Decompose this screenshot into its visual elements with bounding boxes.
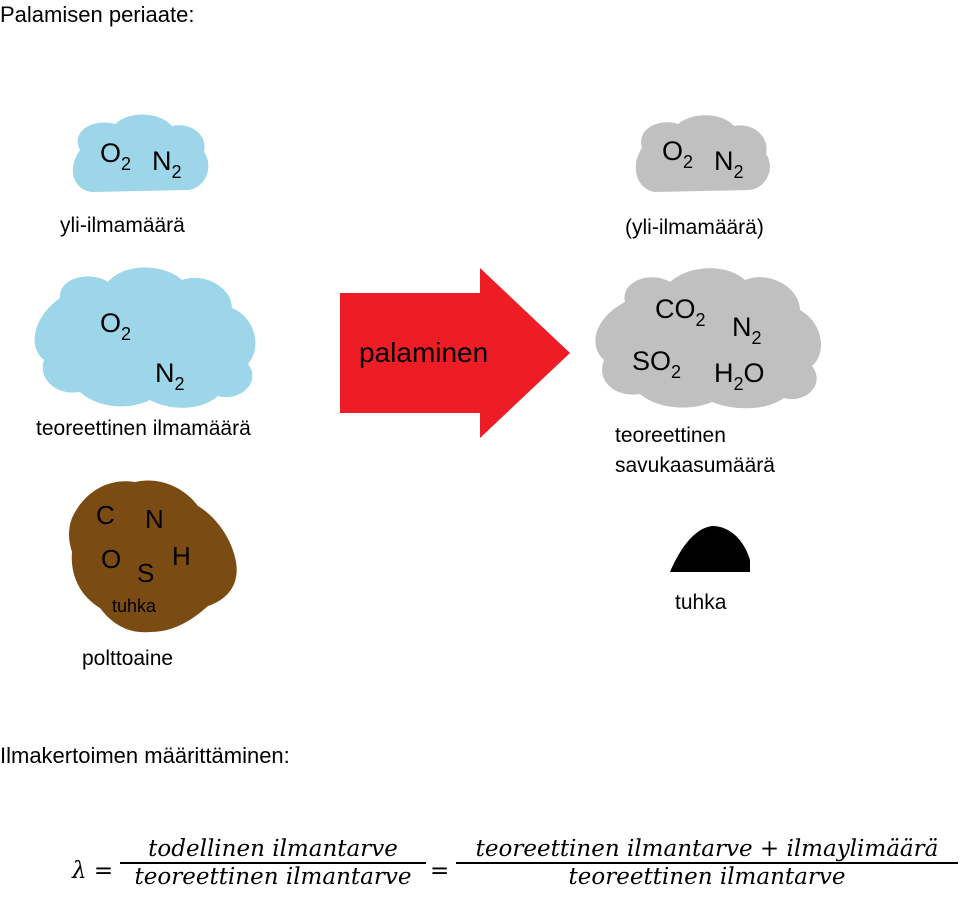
cloud-shape (72, 114, 209, 192)
fraction-denominator: teoreettinen ilmantarve (134, 864, 412, 890)
species-so2: SO2 (632, 346, 681, 382)
element-n: N (145, 504, 164, 534)
fraction-actual-over-theoretical: todellinen ilmantarve teoreettinen ilman… (120, 836, 426, 890)
excess-air-label: yli-ilmamäärä (60, 214, 185, 237)
arrow-label: palaminen (359, 337, 488, 368)
fuel-blob: C N O S H tuhka (69, 480, 237, 633)
fraction-denominator: teoreettinen ilmantarve (568, 864, 846, 890)
flue-excess-air-label: (yli-ilmamäärä) (625, 216, 764, 239)
theoretical-air-cloud: O2 N2 (34, 267, 256, 408)
species-n2: N2 (155, 358, 185, 394)
species-o2: O2 (100, 308, 131, 344)
theoretical-air-label: teoreettinen ilmamäärä (36, 417, 251, 440)
fuel-shape (69, 480, 237, 633)
element-o: O (101, 544, 121, 574)
excess-air-cloud: O2 N2 (72, 114, 209, 192)
species-h2o: H2O (714, 358, 765, 394)
element-c: C (96, 500, 115, 530)
arrow-shape (340, 268, 570, 438)
species-n2: N2 (714, 146, 744, 182)
fraction-numerator: todellinen ilmantarve (148, 836, 398, 862)
species-co2: CO2 (655, 294, 706, 330)
combustion-arrow: palaminen (340, 268, 570, 438)
cloud-shape (595, 268, 822, 409)
species-o2: O2 (662, 136, 693, 172)
ash-pile (670, 526, 750, 572)
ash-label: tuhka (675, 591, 727, 614)
fraction-bar (120, 862, 426, 864)
species-o2: O2 (100, 138, 131, 174)
fuel-label: polttoaine (82, 647, 173, 670)
fraction-sum-over-theoretical: teoreettinen ilmantarve + ilmaylimäärä t… (456, 836, 958, 890)
flue-gas-label-line2: savukaasumäärä (615, 454, 775, 477)
species-n2: N2 (732, 312, 762, 348)
flue-gas-label-line1: teoreettinen (615, 424, 726, 447)
element-s: S (137, 558, 154, 588)
ash-shape (670, 526, 750, 572)
cloud-shape (34, 267, 256, 408)
flue-excess-air-cloud: O2 N2 (635, 115, 771, 192)
formula-lambda: λ = (72, 858, 114, 884)
fraction-numerator: teoreettinen ilmantarve + ilmaylimäärä (475, 836, 939, 862)
combustion-diagram: O2 N2 yli-ilmamäärä O2 N2 teoreettinen i… (34, 114, 822, 670)
fuel-ash-label: tuhka (112, 596, 157, 616)
heading-air-ratio: Ilmakertoimen määrittäminen: (0, 743, 290, 768)
element-h: H (172, 541, 191, 571)
species-n2: N2 (152, 146, 182, 182)
flue-gas-cloud: CO2 N2 SO2 H2O (595, 268, 822, 409)
cloud-shape (635, 115, 771, 192)
formula-equals: = (430, 858, 450, 884)
heading-combustion-principle: Palamisen periaate: (0, 2, 195, 27)
fraction-bar (456, 862, 958, 864)
